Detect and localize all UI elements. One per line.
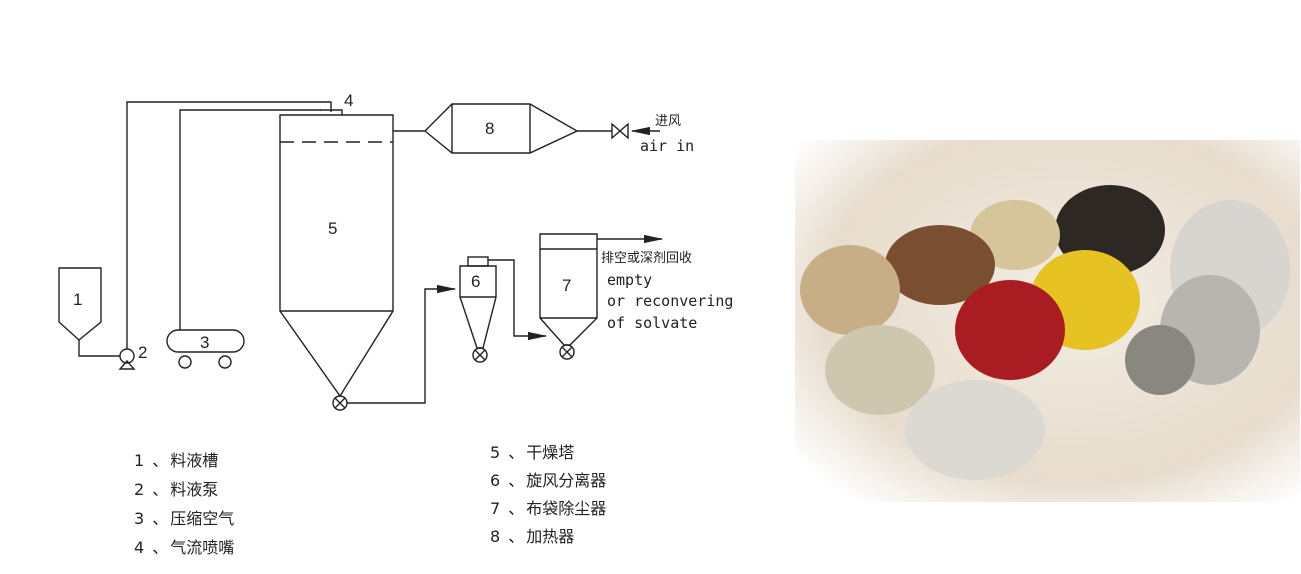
legend-item: 7、布袋除尘器 [490, 499, 606, 518]
air-compressor: 3 [166, 109, 321, 369]
powder-piles-photo [795, 140, 1300, 502]
svg-text:6、旋风分离器: 6、旋风分离器 [490, 471, 606, 490]
bag-dust-collector: 7 排空或深剂回收 empty or reconvering of solvat… [539, 233, 733, 360]
legend-item: 2、料液泵 [134, 480, 218, 499]
svg-text:1: 1 [73, 290, 82, 309]
svg-text:8: 8 [485, 119, 494, 138]
legend-item: 6、旋风分离器 [490, 471, 606, 490]
svg-text:排空或深剂回收: 排空或深剂回收 [601, 251, 692, 266]
svg-text:empty: empty [607, 271, 652, 289]
air-nozzle: 4 [320, 91, 353, 115]
feed-pump: 2 [118, 101, 332, 370]
svg-text:air in: air in [640, 137, 694, 155]
svg-text:1、料液槽: 1、料液槽 [134, 451, 218, 470]
svg-text:or reconvering: or reconvering [607, 292, 733, 310]
svg-text:5、干燥塔: 5、干燥塔 [490, 443, 574, 462]
svg-text:4: 4 [344, 91, 353, 110]
svg-text:7: 7 [562, 276, 571, 295]
drying-tower: 5 [279, 114, 457, 411]
cyclone-separator: 6 [459, 256, 548, 363]
air-heater: 8 进风 air in [393, 103, 694, 155]
legend-item: 3、压缩空气 [134, 509, 234, 528]
inlet-valve-icon [611, 122, 629, 140]
legend: 1、料液槽 2、料液泵 3、压缩空气 4、气流喷嘴 5、干燥塔 6、旋风分离器 … [134, 443, 606, 557]
legend-item: 5、干燥塔 [490, 443, 574, 462]
svg-text:2: 2 [138, 343, 147, 362]
svg-text:5: 5 [328, 219, 337, 238]
legend-item: 1、料液槽 [134, 451, 218, 470]
svg-text:of solvate: of solvate [607, 314, 697, 332]
svg-text:6: 6 [471, 272, 480, 291]
svg-text:4、气流喷嘴: 4、气流喷嘴 [134, 538, 234, 557]
legend-item: 4、气流喷嘴 [134, 538, 234, 557]
svg-text:7、布袋除尘器: 7、布袋除尘器 [490, 499, 606, 518]
svg-text:8、加热器: 8、加热器 [490, 527, 574, 546]
svg-text:3、压缩空气: 3、压缩空气 [134, 509, 234, 528]
svg-text:3: 3 [200, 333, 209, 352]
legend-item: 8、加热器 [490, 527, 574, 546]
feed-tank: 1 [58, 267, 120, 357]
svg-text:2、料液泵: 2、料液泵 [134, 480, 218, 499]
svg-text:进风: 进风 [655, 114, 681, 129]
